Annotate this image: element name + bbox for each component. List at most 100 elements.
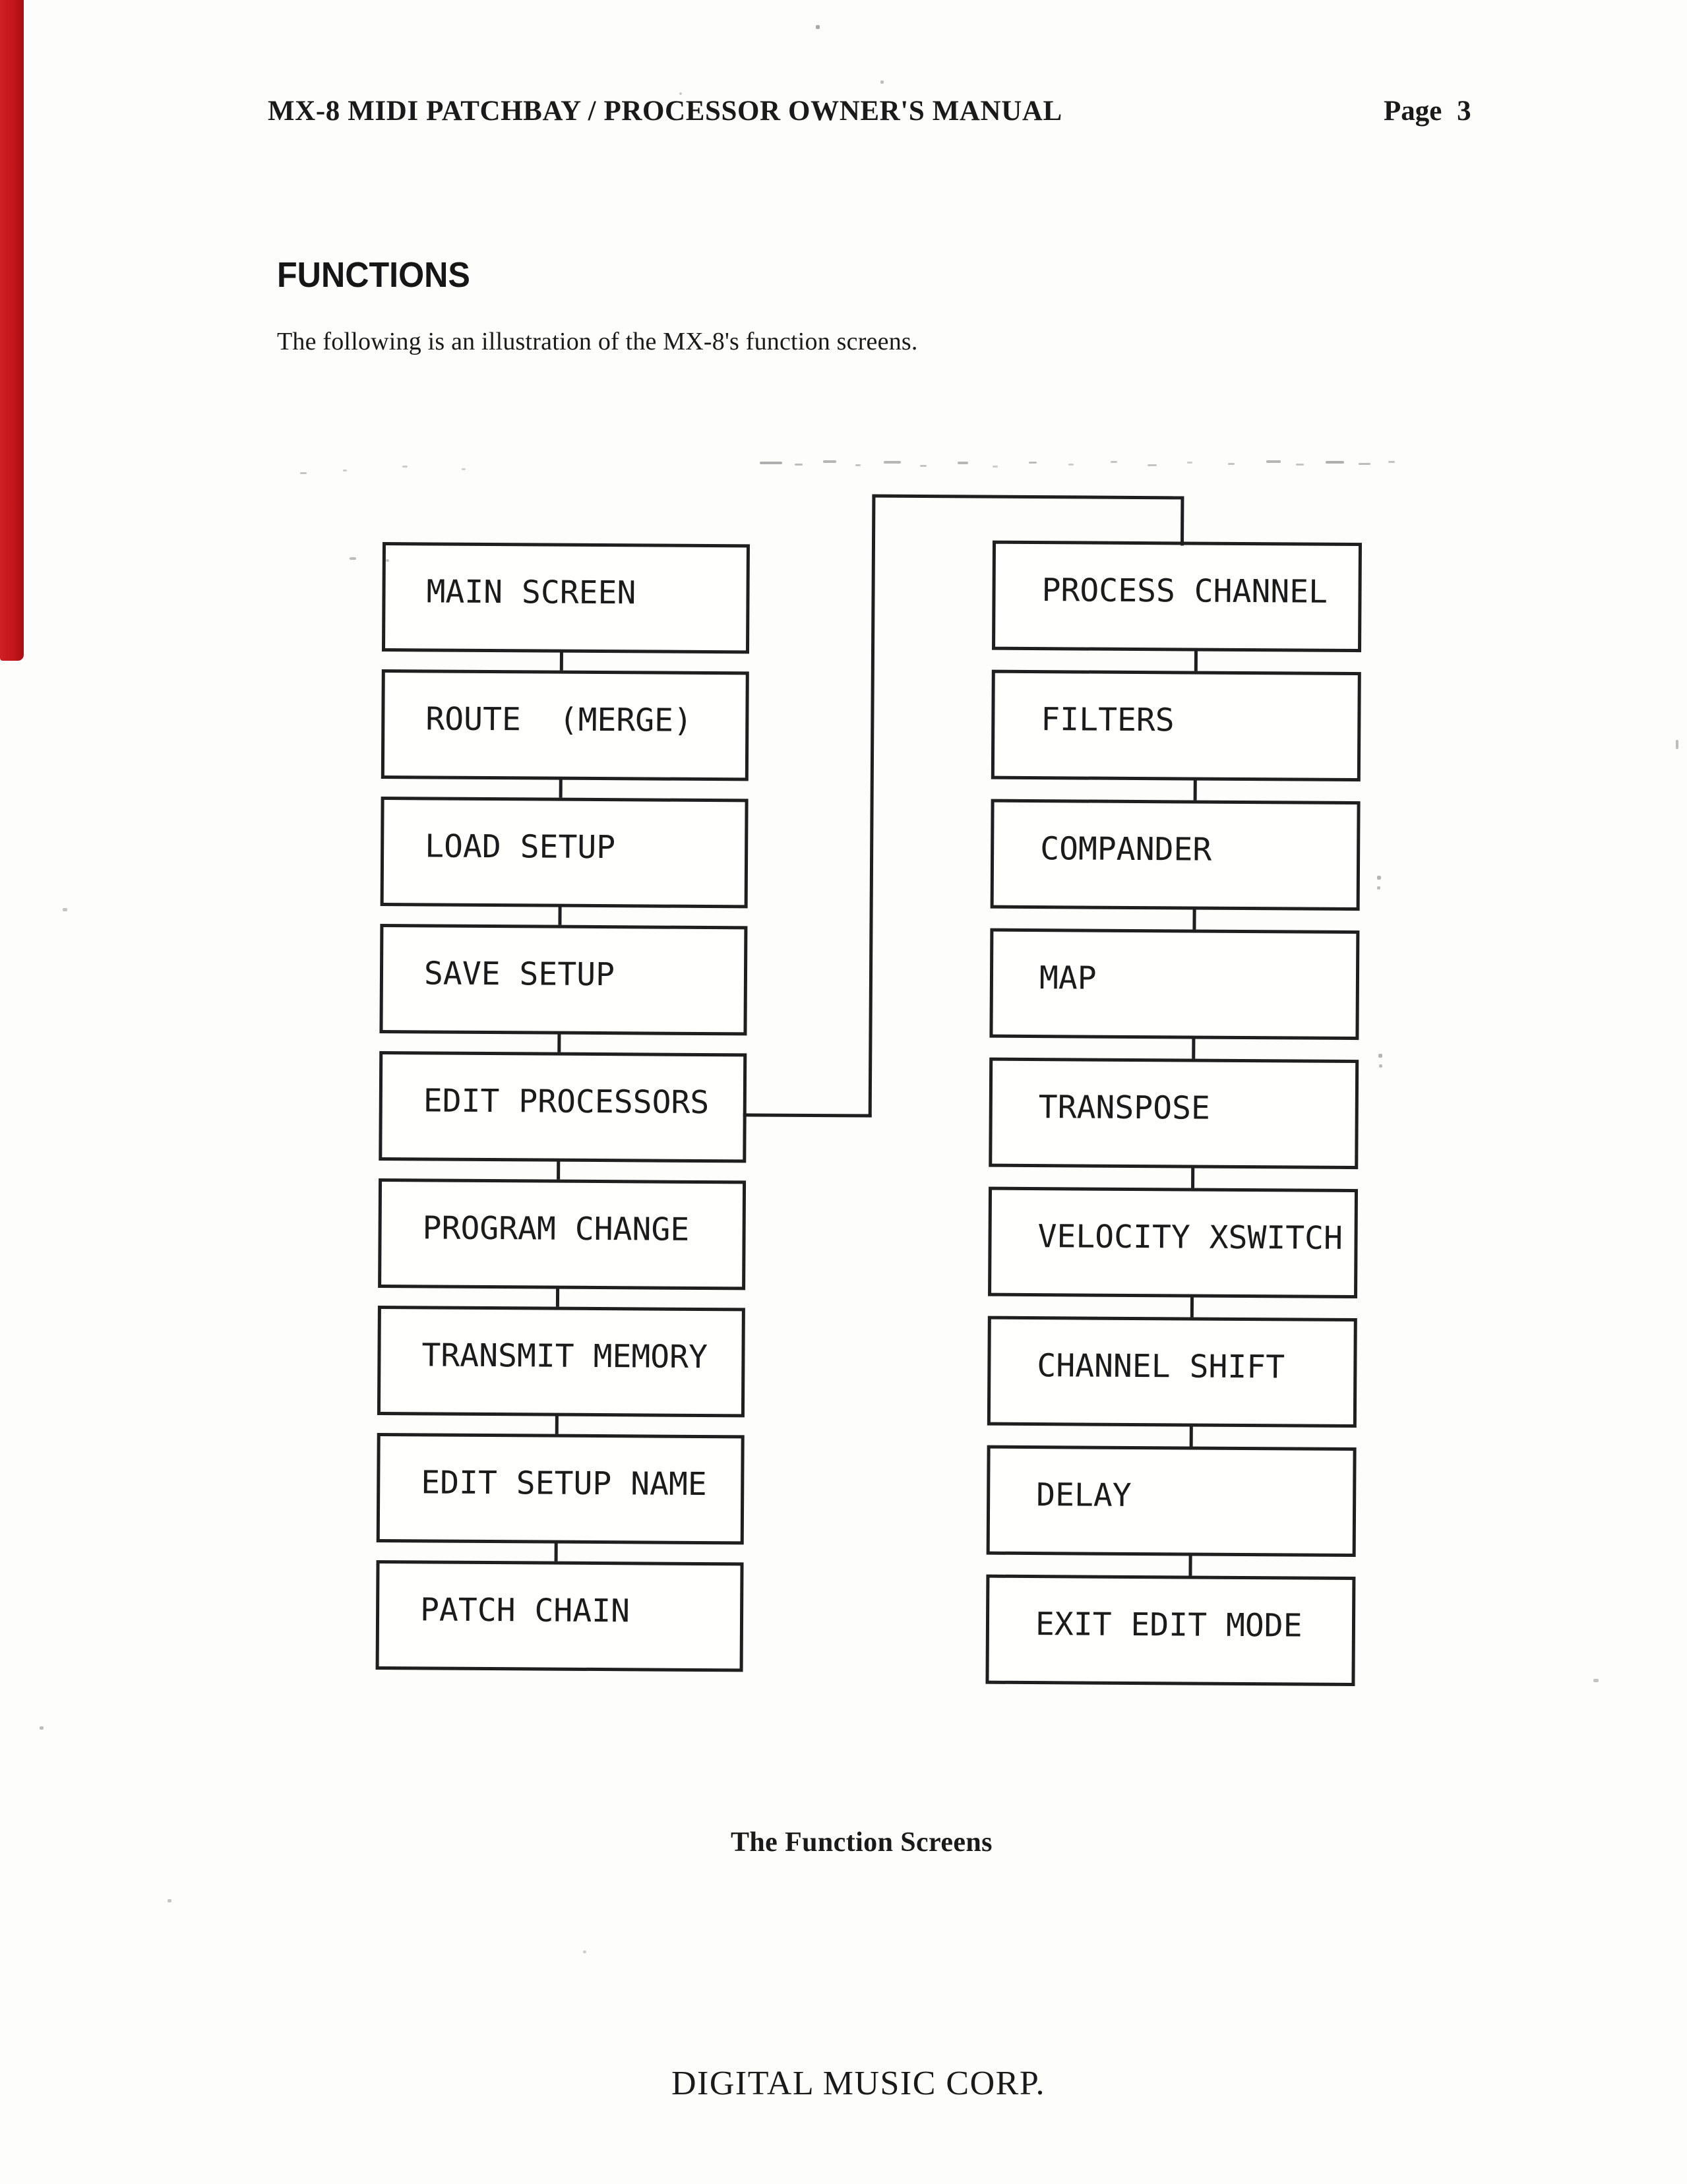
scan-noise-speck	[920, 465, 927, 467]
scan-noise-speck	[1148, 464, 1157, 466]
flow-box-label: CHANNEL SHIFT	[1037, 1347, 1285, 1386]
scan-noise-speck	[1068, 464, 1074, 466]
footer-company: DIGITAL MUSIC CORP.	[671, 2065, 1046, 2102]
flow-box-compander: COMPANDER	[990, 799, 1361, 911]
scan-noise-speck	[1326, 461, 1344, 464]
scan-noise-speck	[1359, 463, 1370, 465]
flow-box-process-channel: PROCESS CHANNEL	[992, 540, 1363, 653]
scan-noise-speck	[884, 461, 901, 464]
scan-noise-speck	[880, 80, 884, 84]
scan-noise-speck	[168, 1899, 171, 1902]
scan-noise-speck	[1388, 461, 1395, 463]
scan-noise-speck	[40, 1726, 44, 1730]
scan-noise-speck	[1377, 876, 1381, 880]
flow-box-label: ROUTE (MERGE)	[425, 700, 693, 739]
scan-noise-speck	[350, 557, 356, 560]
flow-box-label: PROGRAM CHANGE	[422, 1209, 690, 1248]
connector-line	[1192, 908, 1196, 931]
connector-line	[1190, 1296, 1194, 1319]
flow-box-edit-setup-name: EDIT SETUP NAME	[376, 1432, 745, 1545]
connector-line	[1194, 650, 1198, 673]
page-number: Page 3	[1384, 96, 1471, 127]
flow-box-label: EDIT PROCESSORS	[423, 1082, 710, 1122]
document-title: MX-8 MIDI PATCHBAY / PROCESSOR OWNER'S M…	[268, 96, 1062, 127]
flow-box-patch-chain: PATCH CHAIN	[375, 1560, 744, 1672]
figure-caption: The Function Screens	[731, 1827, 993, 1858]
flow-box-velocity-xswitch: VELOCITY XSWITCH	[988, 1186, 1359, 1299]
scan-noise-speck	[462, 468, 466, 470]
flow-box-label: EDIT SETUP NAME	[421, 1464, 707, 1503]
connector-line	[1188, 1554, 1192, 1577]
scan-noise-speck	[1187, 462, 1192, 464]
scan-noise-speck	[855, 464, 861, 466]
flow-box-label: TRANSPOSE	[1038, 1089, 1211, 1127]
scan-noise-speck	[583, 1951, 586, 1953]
scan-noise-speck	[386, 559, 389, 562]
connector-line	[559, 651, 563, 672]
scan-noise-speck	[1377, 886, 1380, 890]
scan-noise-speck	[1676, 740, 1678, 749]
flow-box-label: LOAD SETUP	[425, 828, 616, 866]
connector-line	[1192, 1037, 1196, 1060]
flow-box-label: MAP	[1039, 959, 1097, 997]
scan-noise-speck	[679, 92, 682, 95]
flow-box-label: TRANSMIT MEMORY	[421, 1337, 708, 1376]
flow-box-main-screen: MAIN SCREEN	[381, 542, 750, 654]
scan-noise-speck	[1379, 1064, 1382, 1068]
flow-box-label: PATCH CHAIN	[419, 1591, 630, 1630]
flow-box-label: VELOCITY XSWITCH	[1037, 1218, 1343, 1257]
connector-line	[743, 1113, 872, 1118]
connector-line	[555, 1287, 560, 1308]
flow-box-filters: FILTERS	[991, 669, 1361, 782]
flow-box-label: FILTERS	[1041, 701, 1175, 739]
flow-box-label: DELAY	[1036, 1476, 1132, 1514]
flow-box-route-merge: ROUTE (MERGE)	[381, 669, 749, 781]
connector-line	[1193, 779, 1197, 802]
scan-noise-speck	[1296, 464, 1304, 466]
section-heading: FUNCTIONS	[277, 255, 470, 295]
flow-box-transpose: TRANSPOSE	[989, 1057, 1359, 1170]
flow-box-label: PROCESS CHANNEL	[1041, 572, 1328, 611]
flow-box-label: EXIT EDIT MODE	[1035, 1606, 1303, 1645]
intro-text: The following is an illustration of the …	[277, 328, 918, 355]
scan-noise-speck	[300, 472, 307, 474]
connector-line	[872, 494, 1184, 500]
connector-line	[558, 905, 562, 926]
scan-noise-speck	[1593, 1679, 1599, 1682]
scan-noise-speck	[795, 464, 803, 466]
connector-line	[557, 1160, 561, 1181]
scan-noise-speck	[823, 460, 836, 463]
flow-box-load-setup: LOAD SETUP	[380, 797, 749, 909]
flow-box-map: MAP	[989, 928, 1360, 1041]
scan-noise-speck	[1266, 460, 1281, 463]
flow-box-channel-shift: CHANNEL SHIFT	[987, 1316, 1357, 1428]
scan-noise-speck	[958, 462, 968, 464]
flow-box-label: COMPANDER	[1040, 830, 1212, 868]
flow-box-transmit-memory: TRANSMIT MEMORY	[377, 1305, 745, 1418]
scan-red-stripe-artifact	[0, 0, 24, 661]
flow-box-label: MAIN SCREEN	[426, 573, 636, 612]
connector-line	[1180, 498, 1184, 546]
connector-line	[1191, 1167, 1195, 1190]
flow-box-exit-edit-mode: EXIT EDIT MODE	[985, 1574, 1356, 1687]
scan-noise-speck	[402, 466, 408, 468]
connector-line	[557, 1033, 561, 1054]
connector-line	[554, 1542, 558, 1563]
flow-box-delay: DELAY	[986, 1445, 1357, 1558]
scan-noise-speck	[1378, 1054, 1382, 1058]
flow-box-program-change: PROGRAM CHANGE	[378, 1178, 747, 1290]
flow-box-save-setup: SAVE SETUP	[379, 924, 748, 1036]
scan-noise-speck	[1228, 463, 1235, 465]
scan-noise-speck	[1111, 461, 1117, 463]
scan-noise-speck	[63, 908, 67, 911]
scan-noise-speck	[1029, 462, 1037, 464]
connector-line	[555, 1414, 559, 1436]
scan-noise-speck	[993, 466, 998, 468]
scan-noise-speck	[760, 462, 782, 464]
connector-line	[559, 778, 563, 799]
flow-box-edit-processors: EDIT PROCESSORS	[379, 1050, 747, 1163]
connector-line	[1189, 1425, 1193, 1448]
flow-box-label: SAVE SETUP	[423, 955, 615, 994]
scan-noise-speck	[343, 470, 347, 471]
